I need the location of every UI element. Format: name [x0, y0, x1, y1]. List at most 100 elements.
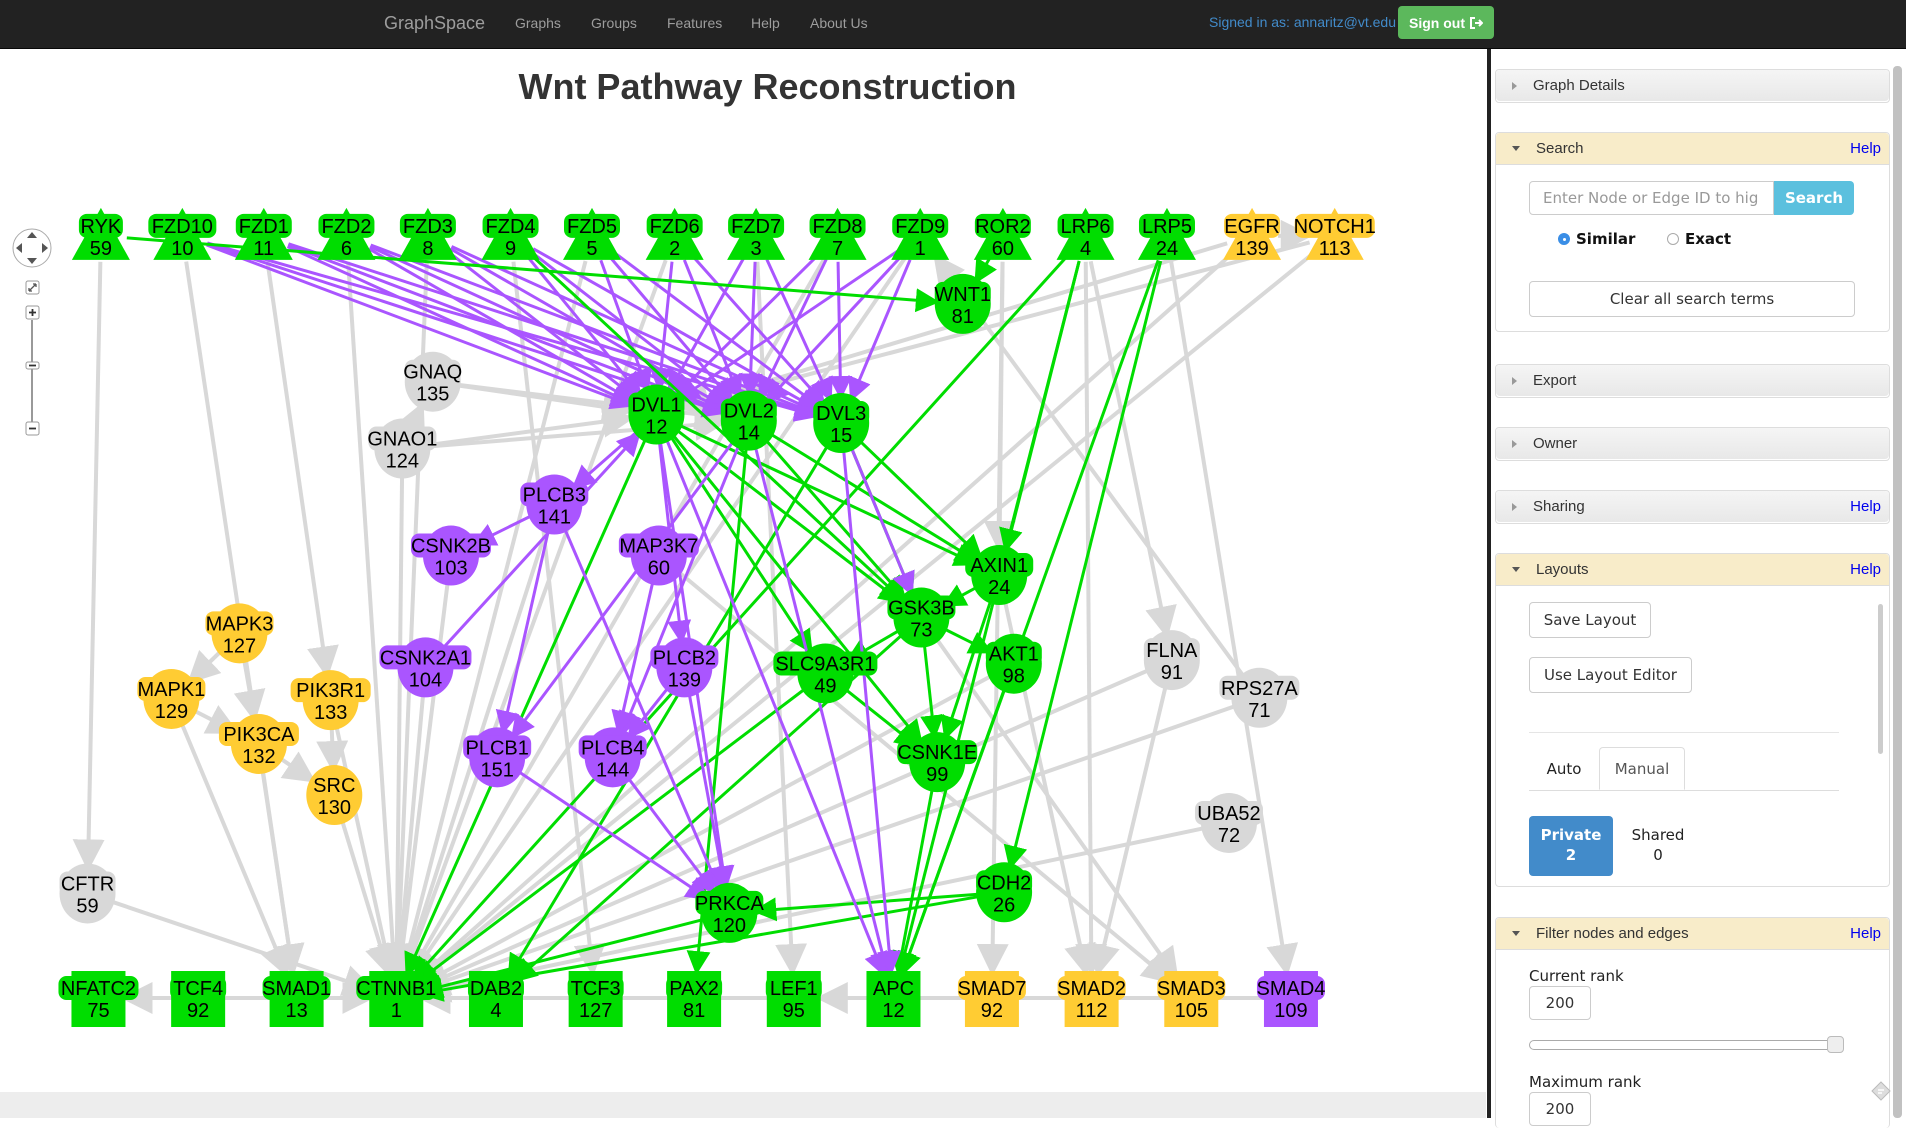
edge-GNAO1-DVL1[interactable] [427, 405, 635, 448]
edge-DVL3-AXIN1[interactable] [858, 439, 983, 560]
layouts-scrollbar[interactable] [1878, 604, 1883, 754]
edge-LRP6-APC[interactable] [893, 260, 1081, 976]
tab-auto[interactable]: Auto [1546, 759, 1582, 778]
edge-DVL1-CSNK1E[interactable] [671, 433, 923, 745]
panel-search-header[interactable]: Search Help [1496, 133, 1889, 165]
panel-layouts-header[interactable]: Layouts Help [1496, 554, 1889, 586]
radio-exact[interactable]: Exact [1667, 230, 1731, 248]
edge-EGFR-CTNNB1[interactable] [412, 251, 1234, 984]
panel-filter-header[interactable]: Filter nodes and edges Help [1496, 918, 1889, 950]
edge-FZD5-CTNNB1[interactable] [394, 260, 588, 977]
edge-PLCB1-PRKCA[interactable] [517, 770, 711, 901]
edge-FZD7-DVL1[interactable] [667, 257, 745, 395]
rank-slider-handle[interactable] [1827, 1036, 1844, 1053]
panel-divider[interactable] [1487, 49, 1491, 1118]
edge-CDH2-PRKCA[interactable] [752, 892, 979, 922]
edge-DVL1-SLC9A3R1[interactable] [669, 435, 813, 655]
layouts-help-link[interactable]: Help [1850, 561, 1881, 578]
zoom-out-button[interactable] [25, 421, 40, 436]
edge-CSNK2A1-CTNNB1[interactable] [385, 693, 426, 977]
edge-SLC9A3R1-CSNK1E[interactable] [844, 688, 920, 748]
edge-FZD10-DVL1[interactable] [206, 243, 635, 410]
nav-graphs[interactable]: Graphs [515, 15, 561, 31]
pan-control[interactable] [12, 228, 52, 268]
search-help-link[interactable]: Help [1850, 140, 1881, 157]
sidebar-scrollbar[interactable] [1893, 66, 1902, 1118]
edge-FZD9-DVL2[interactable] [764, 253, 904, 404]
edge-DVL1-APC[interactable] [664, 438, 887, 977]
shared-layouts-pill[interactable]: Shared 0 [1616, 816, 1700, 876]
edge-FZD8-DVL2[interactable] [758, 258, 828, 400]
edge-FLNA-CTNNB1[interactable] [416, 668, 1149, 992]
edge-MAPK1-SMAD1[interactable] [179, 722, 291, 978]
edge-GSK3B-AKT1[interactable] [944, 627, 994, 654]
edge-PIK3CA-SRC[interactable] [279, 751, 317, 783]
edge-CFTR-CTNNB1[interactable] [111, 899, 376, 996]
edge-LRP6-FLNA[interactable] [1088, 260, 1177, 639]
search-button[interactable]: Search [1774, 181, 1854, 215]
sharing-help-link[interactable]: Help [1850, 498, 1881, 515]
radio-similar[interactable]: Similar [1558, 230, 1635, 248]
edge-PLCB3-PRKCA[interactable] [563, 527, 722, 892]
edge-PIK3R1-SRC[interactable] [316, 726, 349, 774]
edge-FZD8-DVL3[interactable] [828, 261, 853, 401]
edge-FZD9-DVL3[interactable] [848, 259, 912, 402]
edge-LRP5-CDH2[interactable] [1003, 260, 1163, 870]
zoom-slider-handle[interactable] [25, 361, 40, 370]
edge-LRP5-SMAD4[interactable] [1169, 261, 1299, 977]
edge-SLC9A3R1-CTNNB1[interactable] [414, 687, 806, 985]
edge-FZD6-DVL1[interactable] [649, 261, 674, 392]
edge-FZD7-DVL2[interactable] [738, 261, 763, 398]
tab-manual[interactable]: Manual [1599, 747, 1685, 790]
maximum-rank-input[interactable]: 200 [1529, 1092, 1591, 1126]
edge-AXIN1-CSNK1E[interactable] [940, 599, 993, 741]
edge-DVL2-PLCB1[interactable] [510, 440, 735, 739]
edge-FZD1-PIK3R1[interactable] [265, 261, 339, 679]
search-input[interactable]: Enter Node or Edge ID to hig [1529, 181, 1774, 215]
edge-MAP3K7-PLCB4[interactable] [611, 580, 655, 735]
current-rank-input[interactable]: 200 [1529, 986, 1591, 1020]
edge-DVL3-DAB2[interactable] [507, 444, 830, 979]
edge-PLCB2-PRKCA[interactable] [687, 692, 733, 891]
save-layout-button[interactable]: Save Layout [1529, 602, 1651, 638]
panel-sharing-header[interactable]: Sharing Help [1496, 491, 1889, 522]
edge-PIK3R1-CTNNB1[interactable] [334, 725, 401, 977]
edge-FZD8-DVL1[interactable] [672, 253, 821, 399]
edge-FZD4-TCF3[interactable] [511, 261, 606, 977]
